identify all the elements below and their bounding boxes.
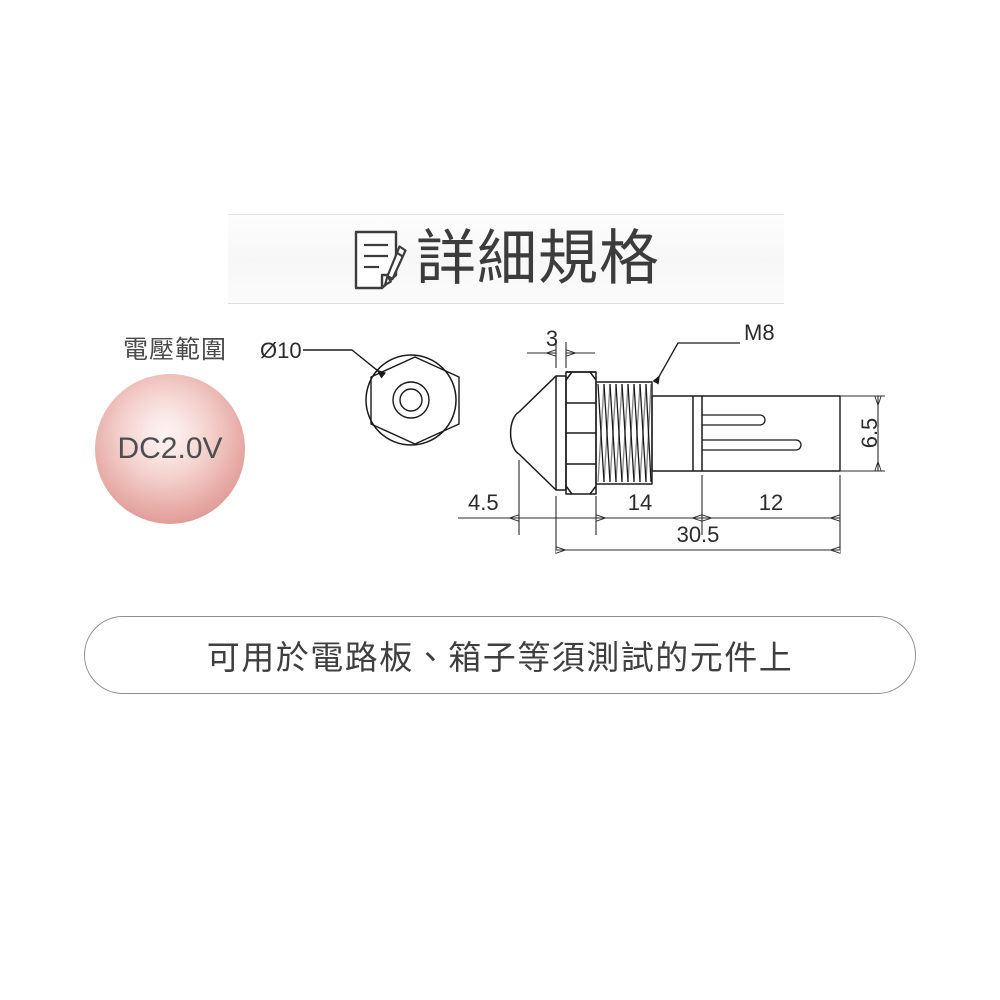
voltage-value: DC2.0V <box>117 432 223 465</box>
header-band <box>228 214 784 304</box>
dim-body-height: 6.5 <box>857 418 882 449</box>
dim-head-length: 4.5 <box>468 490 499 515</box>
dimension-labels: Ø10 3 M8 4.5 14 12 30.5 6.5 <box>260 320 882 547</box>
caption-text: 可用於電路板、箱子等須測試的元件上 <box>206 639 794 676</box>
dim-total-length: 30.5 <box>677 522 720 547</box>
voltage-value-sphere: DC2.0V <box>95 374 245 524</box>
dimension-lines <box>458 342 885 550</box>
voltage-range-block: 電壓範圍 DC2.0V <box>80 330 270 524</box>
dim-bezel-thickness: 3 <box>546 326 558 351</box>
dim-thread-spec: M8 <box>744 320 775 345</box>
hex-nut-side <box>565 371 597 495</box>
dim-thread-length: 14 <box>628 490 652 515</box>
dim-diameter: Ø10 <box>260 338 302 363</box>
page-title: 詳細規格 <box>416 225 660 292</box>
document-pen-icon <box>352 227 410 291</box>
front-view-hexagon <box>365 354 460 446</box>
dim-body-length: 12 <box>759 490 783 515</box>
m8-thread <box>595 381 653 485</box>
technical-drawing: Ø10 3 M8 4.5 14 12 30.5 6.5 <box>240 320 920 595</box>
diameter-leader <box>303 349 387 379</box>
caption-pill: 可用於電路板、箱子等須測試的元件上 <box>84 616 916 694</box>
rear-body <box>651 395 841 472</box>
header: 詳細規格 <box>228 214 784 304</box>
voltage-range-label: 電壓範圍 <box>122 336 227 364</box>
